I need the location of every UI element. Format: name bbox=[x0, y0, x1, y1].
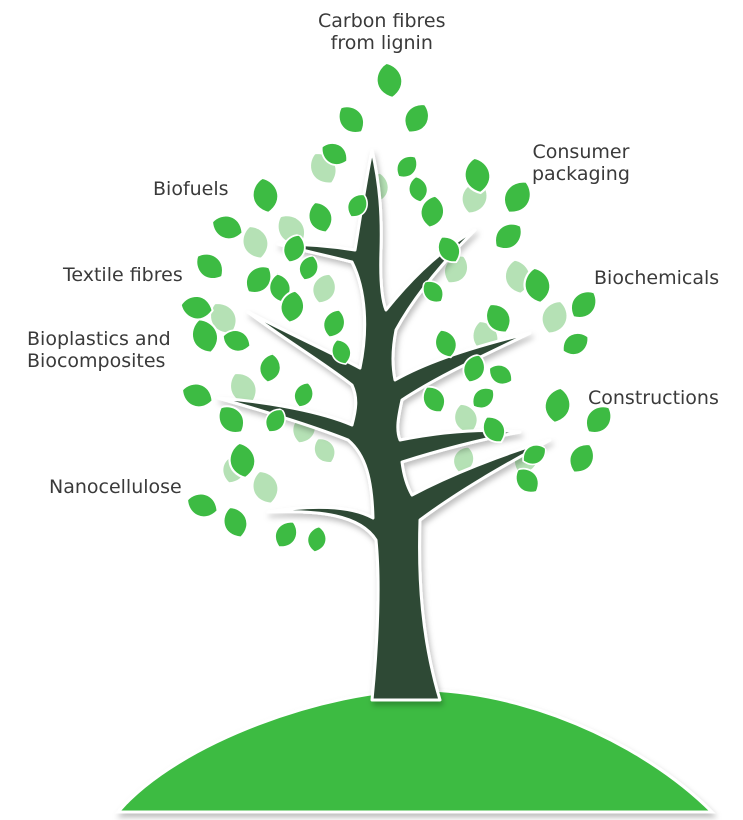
label-consumer-packaging: Consumer packaging bbox=[532, 141, 630, 185]
label-textile-fibres: Textile fibres bbox=[63, 264, 183, 286]
label-bioplastics-line-1: Bioplastics and bbox=[27, 328, 171, 350]
leaf-icon bbox=[304, 524, 330, 555]
leaf-icon bbox=[248, 174, 283, 217]
leaf-icon bbox=[248, 468, 282, 507]
leaf-icon bbox=[177, 377, 218, 413]
leaf-icon bbox=[310, 434, 340, 467]
leaf-icon bbox=[466, 381, 501, 415]
label-constructions: Constructions bbox=[588, 387, 719, 409]
leaf-icon bbox=[302, 197, 338, 238]
leaf-icon bbox=[487, 215, 530, 257]
leaf-icon bbox=[372, 59, 407, 102]
leaf-icon bbox=[556, 326, 595, 362]
label-carbon-fibres-line-1: Carbon fibres bbox=[318, 10, 446, 32]
leaf-icon bbox=[182, 487, 223, 523]
label-carbon-fibres: Carbon fibres from lignin bbox=[318, 10, 446, 54]
ground-hill-icon bbox=[114, 688, 716, 814]
leaf-icon bbox=[540, 384, 575, 427]
leaf-icon bbox=[207, 209, 248, 245]
leaf-icon bbox=[538, 298, 572, 337]
leaf-icon bbox=[177, 292, 216, 323]
leaf-icon bbox=[563, 283, 605, 326]
label-biochemicals: Biochemicals bbox=[594, 267, 720, 289]
leaf-icon bbox=[268, 515, 304, 554]
leaf-icon bbox=[289, 378, 318, 412]
leaf-icon bbox=[330, 98, 372, 141]
label-bioplastics-line-2: Biocomposites bbox=[27, 350, 166, 372]
label-carbon-fibres-line-2: from lignin bbox=[330, 32, 433, 54]
leaf-icon bbox=[476, 410, 512, 449]
tree-icon bbox=[216, 148, 552, 702]
leaf-icon bbox=[318, 305, 350, 342]
label-consumer-packaging-line-2: packaging bbox=[532, 163, 630, 185]
label-consumer-packaging-line-1: Consumer bbox=[532, 141, 630, 163]
leaf-icon bbox=[508, 461, 546, 500]
leaf-icon bbox=[217, 502, 253, 543]
leaf-icon bbox=[562, 437, 601, 480]
leaf-icon bbox=[397, 97, 436, 140]
leaf-icon bbox=[238, 223, 272, 262]
leaf-icon bbox=[188, 245, 231, 287]
leaf-icon bbox=[256, 351, 284, 386]
leaf-icon bbox=[483, 359, 518, 390]
label-bioplastics: Bioplastics and Biocomposites bbox=[27, 328, 171, 372]
label-nanocellulose: Nanocellulose bbox=[49, 476, 182, 498]
label-biofuels: Biofuels bbox=[153, 178, 229, 200]
